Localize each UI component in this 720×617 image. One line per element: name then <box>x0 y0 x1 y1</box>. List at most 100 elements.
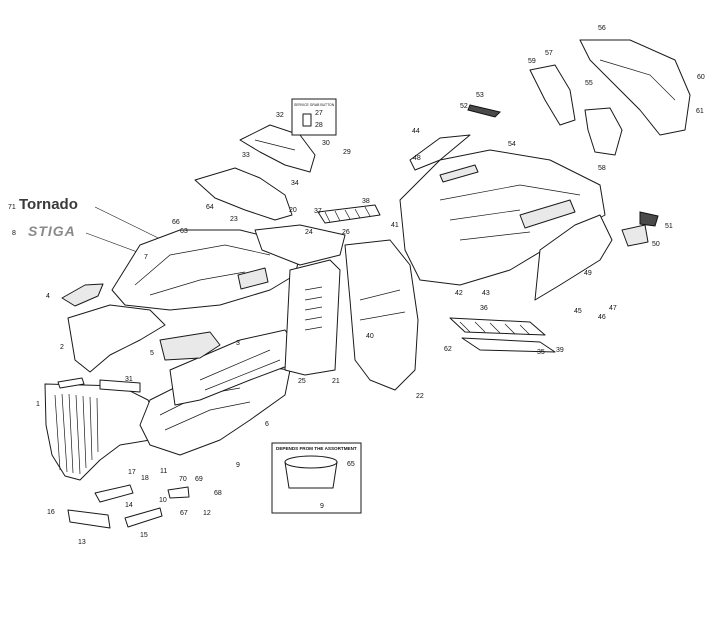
callout-14: 14 <box>125 502 133 509</box>
cowl-part <box>194 167 293 221</box>
callout-18: 18 <box>141 475 149 482</box>
callout-45: 45 <box>574 308 582 315</box>
callout-34: 34 <box>291 180 299 187</box>
callout-9: 9 <box>236 462 240 469</box>
callout-37: 37 <box>314 208 322 215</box>
callout-10: 10 <box>159 497 167 504</box>
mat-part <box>317 204 381 224</box>
inset-assortment: DEPENDS FROM THE ASSORTMENT 65 9 <box>271 442 362 514</box>
callout-25: 25 <box>298 378 306 385</box>
seat-bracket-part <box>529 39 691 156</box>
callout-15: 15 <box>140 532 148 539</box>
model-name: Tornado <box>19 196 78 213</box>
callout-59: 59 <box>528 58 536 65</box>
tunnel-part <box>284 259 341 376</box>
callout-65: 65 <box>347 461 355 468</box>
grip-part <box>467 104 501 118</box>
callout-52: 52 <box>460 103 468 110</box>
callout-27: 27 <box>315 110 323 117</box>
rear-strip-part <box>409 134 471 171</box>
callout-numbers: 5657595560615352444854583230293334206466… <box>36 25 705 546</box>
callout-30: 30 <box>322 140 330 147</box>
callout-9b: 9 <box>320 503 324 510</box>
callout-50: 50 <box>652 241 660 248</box>
callout-70: 70 <box>179 476 187 483</box>
callout-6: 6 <box>265 421 269 428</box>
callout-33: 33 <box>242 152 250 159</box>
callout-38: 38 <box>362 198 370 205</box>
step-part <box>461 337 556 353</box>
callout-51: 51 <box>665 223 673 230</box>
callout-31: 31 <box>125 376 133 383</box>
callout-8: 8 <box>12 230 16 237</box>
rear-body-part <box>399 149 606 286</box>
callout-64: 64 <box>206 204 214 211</box>
front-fairing-part <box>67 304 166 373</box>
callout-42: 42 <box>455 290 463 297</box>
lamp-part <box>159 331 221 361</box>
callout-13: 13 <box>78 539 86 546</box>
callout-66: 66 <box>172 219 180 226</box>
callout-23: 23 <box>230 216 238 223</box>
callout-58: 58 <box>598 165 606 172</box>
callout-32: 32 <box>276 112 284 119</box>
callout-11: 11 <box>160 468 167 475</box>
callout-44: 44 <box>412 128 420 135</box>
callout-62: 62 <box>444 346 452 353</box>
strip-part <box>99 379 141 393</box>
callout-26: 26 <box>342 229 350 236</box>
callout-24: 24 <box>305 229 313 236</box>
inset-grab-button: SERVICE GRAB BUTTON 27 28 <box>291 98 337 136</box>
callout-47: 47 <box>609 305 617 312</box>
callout-48: 48 <box>413 155 421 162</box>
callout-54: 54 <box>508 141 516 148</box>
inset-assortment-title: DEPENDS FROM THE ASSORTMENT <box>276 446 357 451</box>
callout-29: 29 <box>343 149 351 156</box>
callout-61: 61 <box>696 108 704 115</box>
small-brackets <box>67 484 190 529</box>
callout-71: 71 <box>8 204 16 211</box>
callout-43: 43 <box>482 290 490 297</box>
callout-12: 12 <box>203 510 211 517</box>
hood-part <box>111 229 301 311</box>
left-fender-part <box>344 239 419 391</box>
handle-part <box>439 164 479 183</box>
callout-39: 39 <box>556 347 564 354</box>
callout-40: 40 <box>366 333 374 340</box>
callout-69: 69 <box>195 476 203 483</box>
step-mat-part <box>449 317 546 336</box>
callout-68: 68 <box>214 490 222 497</box>
callout-20: 20 <box>289 207 297 214</box>
callout-22: 22 <box>416 393 424 400</box>
stiga-logo: STIGA <box>28 223 76 239</box>
callout-16: 16 <box>47 509 55 516</box>
footboard-part <box>254 224 346 266</box>
callout-49: 49 <box>584 270 592 277</box>
callout-67: 67 <box>180 510 188 517</box>
callout-17: 17 <box>128 469 136 476</box>
callout-4: 4 <box>46 293 50 300</box>
rear-light-part <box>621 211 659 247</box>
callout-5: 5 <box>150 350 154 357</box>
callout-60: 60 <box>697 74 705 81</box>
callout-1: 1 <box>36 401 40 408</box>
callout-41: 41 <box>391 222 399 229</box>
callout-46: 46 <box>598 314 606 321</box>
callout-3: 3 <box>236 340 240 347</box>
callout-63: 63 <box>180 228 188 235</box>
callout-35: 35 <box>537 349 545 356</box>
callout-7: 7 <box>144 254 148 261</box>
headlight-cover-part <box>61 283 104 307</box>
callout-2: 2 <box>60 344 64 351</box>
callout-36: 36 <box>480 305 488 312</box>
callout-28: 28 <box>315 122 323 129</box>
callout-57: 57 <box>545 50 553 57</box>
callout-53: 53 <box>476 92 484 99</box>
rear-fender-part <box>534 214 613 301</box>
callout-56: 56 <box>598 25 606 32</box>
inset-grab-title: SERVICE GRAB BUTTON <box>294 103 335 107</box>
callout-55: 55 <box>585 80 593 87</box>
callout-21: 21 <box>332 378 340 385</box>
